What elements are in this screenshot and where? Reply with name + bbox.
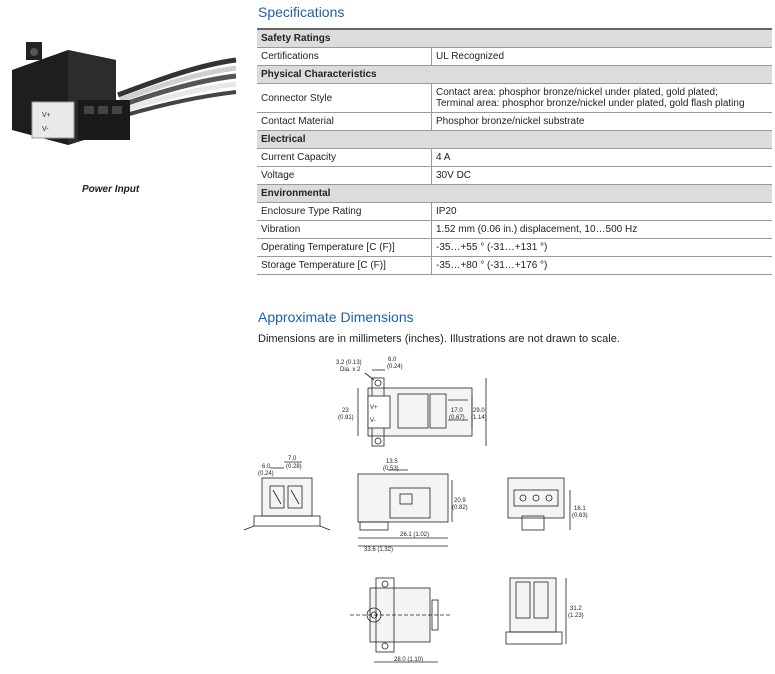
spec-label: Current Capacity [257,148,432,167]
spec-label: Storage Temperature [C (F)] [257,256,432,275]
dim-height-in: (0.63) [572,513,588,519]
terminal-label-vminus: V- [370,418,376,424]
dim-height: 29.0 [473,408,485,414]
dim-width-in: (0.24) [387,364,403,370]
specifications-title: Specifications [258,4,345,20]
spec-value: UL Recognized [431,47,772,66]
spec-value: 30V DC [431,166,772,185]
dim-hole: 3.2 (0.13) [336,360,362,366]
dim-height-in: (1.14) [471,415,487,421]
dim-height: 20.9 [454,498,466,504]
dimensions-title: Approximate Dimensions [258,309,414,325]
spec-label: Connector Style [257,83,432,113]
spec-value: 4 A [431,148,772,167]
dim-height-in: (1.23) [568,613,584,619]
spec-value: -35…+55 ° (-31…+131 °) [431,238,772,257]
dim-length: 26.1 (1.02) [400,532,429,538]
spec-value-line: Terminal area: phosphor bronze/nickel un… [436,98,745,109]
dim-width-in: (0.28) [286,464,302,470]
dim-width: 7.0 [288,456,297,462]
section-header: Safety Ratings [257,28,772,48]
dim-width: 13.5 [386,459,398,465]
section-header: Physical Characteristics [257,65,772,84]
spec-value: Contact area: phosphor bronze/nickel und… [431,83,772,113]
dim-height-in: (0.91) [338,415,354,421]
dim-width: 6.0 [262,464,271,470]
spec-label: Vibration [257,220,432,239]
dim-length: 28.0 (1.10) [394,657,423,663]
dim-height: 23 [342,408,349,414]
product-photo: V+ V- [12,42,237,145]
dim-height-in: (0.67) [449,415,465,421]
section-header: Environmental [257,184,772,203]
spec-value: IP20 [431,202,772,221]
spec-value-line: Contact area: phosphor bronze/nickel und… [436,87,718,98]
spec-label: Operating Temperature [C (F)] [257,238,432,257]
dimensions-intro: Dimensions are in millimeters (inches). … [258,333,620,345]
spec-value: Phosphor bronze/nickel substrate [431,112,772,131]
spec-label: Contact Material [257,112,432,131]
dim-width: 6.0 [388,357,397,363]
dim-height: 31.2 [570,606,582,612]
dim-height: 17.0 [451,408,463,414]
spec-value: 1.52 mm (0.06 in.) displacement, 10…500 … [431,220,772,239]
spec-label: Certifications [257,47,432,66]
section-header: Electrical [257,130,772,149]
photo-caption: Power Input [82,184,140,195]
spec-label: Voltage [257,166,432,185]
dimension-drawings: 3.2 (0.13) Dia. x 2 6.0 (0.24) 23 (0.91)… [243,357,588,663]
terminal-label-vplus: V+ [370,405,378,411]
dim-width-in: (0.24) [258,471,274,477]
dim-hole-note: Dia. x 2 [340,367,361,373]
spec-value: -35…+80 ° (-31…+176 °) [431,256,772,275]
dim-width-in: (0.53) [383,466,399,472]
dim-length: 33.6 (1.32) [364,547,393,553]
dim-height-in: (0.82) [452,505,468,511]
dim-height: 16.1 [574,506,586,512]
terminal-label-vplus: V+ [42,112,51,119]
spec-label: Enclosure Type Rating [257,202,432,221]
terminal-label-vminus: V- [42,126,49,133]
